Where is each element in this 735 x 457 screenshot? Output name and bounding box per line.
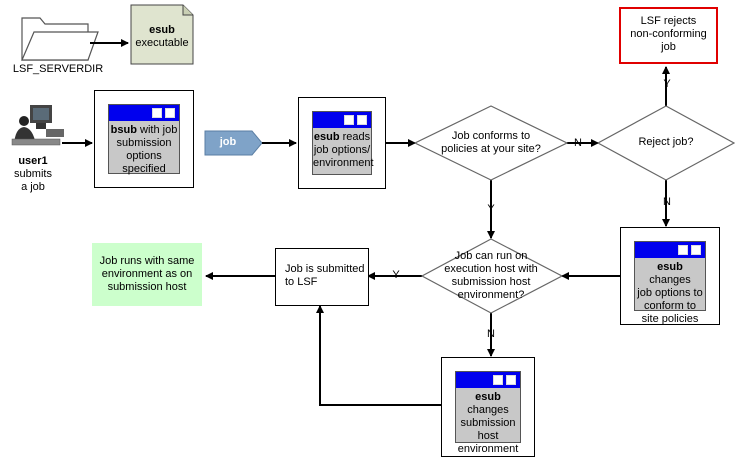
- bsub-text: bsub with job submission options specifi…: [109, 124, 179, 176]
- bsub-rest: with job: [136, 124, 178, 136]
- window-icon-titlebar: [313, 112, 371, 128]
- esub-changes-options-body: esub changes job options to conform to s…: [634, 241, 706, 325]
- window-button-icon: [344, 115, 354, 125]
- document-icon: [130, 4, 194, 65]
- runs-line: Job runs with same: [99, 255, 195, 267]
- conforms-line: Job conforms to: [451, 130, 531, 142]
- decision-conforms: [413, 105, 569, 181]
- esub-changes-opts-rest: changes: [649, 274, 691, 286]
- esub-reads-window: esub reads job options/ environment: [298, 97, 386, 189]
- esub-changes-options-text: esub changes job options to conform to s…: [635, 261, 705, 326]
- esub-changes-env-line: environment: [457, 443, 519, 455]
- window-button-icon: [678, 245, 688, 255]
- bsub-window: bsub with job submission options specifi…: [94, 90, 194, 188]
- edge-label-n-reject: N: [663, 196, 671, 208]
- job-arrow-shape: [204, 130, 263, 156]
- esub-changes-opts-line: site policies: [641, 313, 699, 325]
- submitted-text: Job is submitted to LSF: [285, 263, 364, 289]
- window-button-icon: [506, 375, 516, 385]
- esub-changes-env-rest: changes: [467, 404, 509, 416]
- run-line: environment?: [457, 289, 525, 301]
- job-arrow-label: job: [219, 136, 237, 148]
- run-line: execution host with: [444, 263, 538, 275]
- window-button-icon: [165, 108, 175, 118]
- esub-changes-opts-line: conform to: [644, 300, 696, 312]
- window-button-icon: [691, 245, 701, 255]
- esub-changes-env-bold: esub: [475, 391, 501, 403]
- user-name: user1: [18, 155, 48, 167]
- window-button-icon: [152, 108, 162, 118]
- window-icon-titlebar: [456, 372, 520, 388]
- runs-line: submission host: [107, 281, 187, 293]
- esub-exec-bold: esub: [149, 24, 175, 36]
- esub-changes-opts-bold: esub: [657, 261, 683, 273]
- edge-label-n-run: N: [487, 328, 495, 340]
- decision-reject: [596, 105, 735, 181]
- esub-changes-env-text: esub changes submission host environment: [456, 391, 520, 456]
- bsub-bold: bsub: [110, 124, 137, 136]
- reject-decision-text: Reject job?: [606, 136, 726, 149]
- edge-label-y-run: Y: [392, 269, 400, 281]
- esub-changes-opts-line: job options to: [637, 287, 703, 299]
- esub-changes-env-body: esub changes submission host environment: [455, 371, 521, 455]
- conforms-line: policies at your site?: [441, 143, 541, 155]
- submitted-line: Job is submitted: [285, 263, 365, 275]
- esub-reads-bold: esub: [313, 131, 340, 143]
- window-icon-titlebar: [109, 105, 179, 121]
- esub-reads-line: job options/: [313, 144, 371, 156]
- esub-changes-env-window: esub changes submission host environment: [441, 357, 535, 457]
- rejects-box: LSF rejects non-conforming job: [619, 7, 718, 64]
- rejects-line: job: [661, 41, 676, 53]
- esub-executable-label: esub executable: [131, 24, 193, 50]
- edge-label-y-reject: Y: [663, 78, 671, 90]
- decision-run: [420, 238, 564, 314]
- window-button-icon: [357, 115, 367, 125]
- runs-text: Job runs with same environment as on sub…: [92, 255, 202, 294]
- runs-line: environment as on: [101, 268, 193, 280]
- reject-line: Reject job?: [638, 136, 694, 148]
- esub-reads-text: esub reads job options/ environment: [313, 131, 374, 170]
- computer-user-icon: [11, 105, 64, 146]
- run-decision-text: Job can run on execution host with submi…: [421, 250, 561, 302]
- rejects-line: LSF rejects: [640, 15, 697, 27]
- bsub-line: submission: [116, 137, 172, 149]
- esub-reads-rest: reads: [339, 131, 371, 143]
- arrow-esub-env-to-submitted: [316, 305, 441, 406]
- submitted-box: Job is submitted to LSF: [275, 248, 369, 306]
- esub-exec-rest: executable: [135, 37, 189, 49]
- esub-changes-env-line: host: [477, 430, 499, 442]
- submitted-line: to LSF: [285, 276, 318, 288]
- conforms-decision-text: Job conforms to policies at your site?: [421, 130, 561, 156]
- edge-label-y-conforms: Y: [487, 203, 495, 215]
- user-line2: submits: [14, 168, 52, 180]
- bsub-line: options: [126, 150, 162, 162]
- rejects-text: LSF rejects non-conforming job: [621, 15, 716, 54]
- window-icon-titlebar: [635, 242, 705, 258]
- window-button-icon: [493, 375, 503, 385]
- bsub-window-body: bsub with job submission options specifi…: [108, 104, 180, 176]
- bsub-line: specified: [122, 163, 166, 175]
- folder-icon: [21, 17, 99, 61]
- run-line: Job can run on: [454, 250, 528, 262]
- esub-reads-window-body: esub reads job options/ environment: [312, 111, 374, 175]
- user-label: user1 submits a job: [8, 155, 58, 194]
- user-line3: a job: [21, 181, 45, 193]
- rejects-line: non-conforming: [630, 28, 707, 40]
- edge-label-n-conforms: N: [574, 137, 582, 149]
- runs-box: Job runs with same environment as on sub…: [92, 243, 202, 306]
- folder-label: LSF_SERVERDIR: [12, 63, 104, 75]
- esub-changes-env-line: submission: [460, 417, 516, 429]
- run-line: submission host: [451, 276, 531, 288]
- esub-reads-line: environment: [313, 157, 374, 169]
- esub-changes-options-window: esub changes job options to conform to s…: [620, 227, 720, 325]
